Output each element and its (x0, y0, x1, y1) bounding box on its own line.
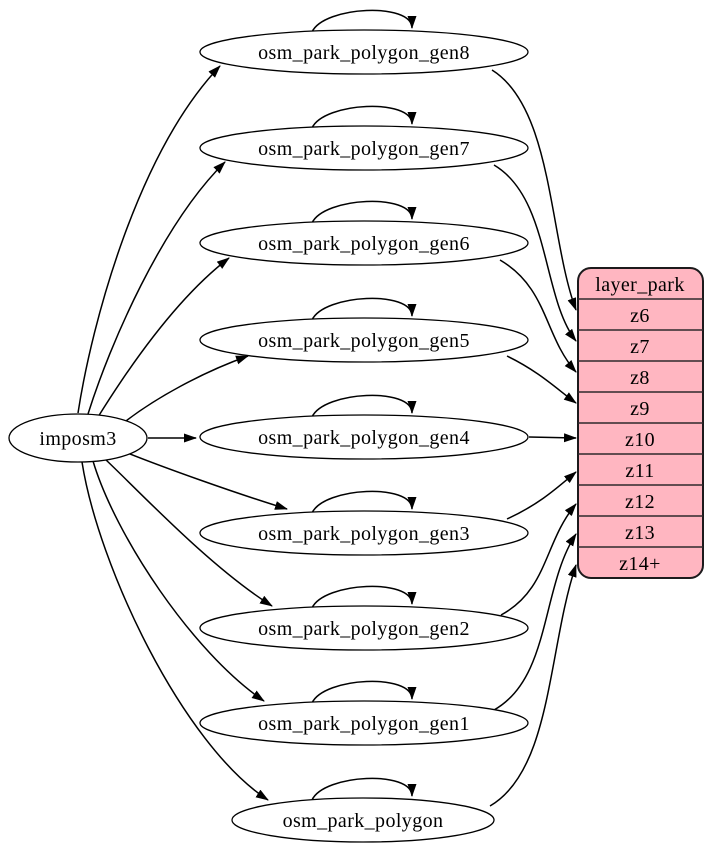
node-osm-park-polygon-gen6: osm_park_polygon_gen6 (199, 220, 529, 266)
edge-imposm3-to-osm-park-polygon-gen6 (97, 257, 230, 418)
gen2-label: osm_park_polygon_gen2 (258, 618, 470, 640)
gen4-ellipse (199, 414, 529, 460)
table-layer-park: layer_park z6 z7 z8 z9 z10 z11 z12 z13 z… (577, 267, 704, 579)
edge-osm-park-polygon-gen4-to-z10 (528, 433, 577, 443)
edge-osm-park-polygon-gen8-to-z6 (491, 69, 577, 311)
edge-imposm3-to-osm-park-polygon-gen1 (92, 460, 265, 702)
gen8-ellipse (199, 29, 529, 75)
polygon-label: osm_park_polygon (283, 810, 444, 832)
node-osm-park-polygon-gen1: osm_park_polygon_gen1 (199, 700, 529, 746)
gen6-label: osm_park_polygon_gen6 (258, 233, 470, 255)
imposm3-ellipse (8, 413, 148, 463)
edge-imposm3-to-osm-park-polygon-gen2 (104, 458, 273, 607)
gen8-label: osm_park_polygon_gen8 (258, 42, 470, 64)
table-row-z9: z9 (630, 398, 650, 420)
table-row-z14: z14+ (619, 553, 661, 575)
edge-imposm3-to-osm-park-polygon-gen7 (87, 161, 226, 415)
edge-osm-park-polygon-gen3-to-z11 (506, 471, 577, 520)
gen5-label: osm_park_polygon_gen5 (258, 330, 470, 352)
self-loop-osm-park-polygon (311, 777, 417, 801)
table-row-z6: z6 (630, 305, 650, 327)
gen6-ellipse (199, 220, 529, 266)
edge-osm-park-polygon-gen2-to-z12 (500, 503, 577, 616)
edge-imposm3-to-osm-park-polygon-gen5 (121, 355, 249, 425)
gen5-ellipse (199, 317, 529, 363)
edge-imposm3-to-osm-park-polygon (81, 461, 269, 801)
self-loop-edges (311, 9, 417, 801)
gen3-ellipse (199, 510, 529, 556)
table-row-z7: z7 (630, 336, 650, 358)
table-row-z12: z12 (625, 491, 655, 513)
node-osm-park-polygon: osm_park_polygon (231, 797, 495, 843)
table-row-z13: z13 (625, 522, 655, 544)
polygon-ellipse (231, 797, 495, 843)
edge-osm-park-polygon-gen7-to-z7 (493, 164, 577, 342)
edge-osm-park-polygon-gen5-to-z9 (506, 355, 577, 404)
self-loop-osm-park-polygon-gen3 (311, 490, 417, 514)
self-loop-osm-park-polygon-gen5 (311, 297, 417, 321)
layer-park-title: layer_park (595, 274, 685, 296)
gen3-label: osm_park_polygon_gen3 (258, 523, 470, 545)
edge-imposm3-to-osm-park-polygon-gen3 (124, 451, 288, 510)
node-osm-park-polygon-gen3: osm_park_polygon_gen3 (199, 510, 529, 556)
edge-imposm3-to-osm-park-polygon-gen8 (77, 65, 221, 414)
gen1-label: osm_park_polygon_gen1 (258, 713, 470, 735)
gen1-ellipse (199, 700, 529, 746)
imposm3-label: imposm3 (39, 428, 116, 450)
node-osm-park-polygon-gen8: osm_park_polygon_gen8 (199, 29, 529, 75)
table-row-z10: z10 (625, 429, 655, 451)
edge-osm-park-polygon-gen1-to-z13 (493, 533, 577, 711)
self-loop-osm-park-polygon-gen1 (311, 680, 417, 704)
edges-source-to-tables (77, 65, 288, 801)
table-row-z8: z8 (630, 367, 650, 389)
gen7-label: osm_park_polygon_gen7 (258, 138, 470, 160)
node-imposm3: imposm3 (8, 413, 148, 463)
self-loop-osm-park-polygon-gen7 (311, 105, 417, 129)
edge-osm-park-polygon-gen6-to-z8 (499, 259, 577, 373)
edges-tables-to-layer (489, 69, 577, 807)
node-osm-park-polygon-gen4: osm_park_polygon_gen4 (199, 414, 529, 460)
node-osm-park-polygon-gen5: osm_park_polygon_gen5 (199, 317, 529, 363)
table-row-z11: z11 (625, 460, 654, 482)
self-loop-osm-park-polygon-gen4 (311, 394, 417, 418)
node-osm-park-polygon-gen7: osm_park_polygon_gen7 (199, 125, 529, 171)
gen7-ellipse (199, 125, 529, 171)
gen4-label: osm_park_polygon_gen4 (258, 427, 470, 449)
self-loop-osm-park-polygon-gen2 (311, 585, 417, 609)
self-loop-osm-park-polygon-gen6 (311, 200, 417, 224)
edge-osm-park-polygon-to-z14 (489, 564, 577, 807)
gen2-ellipse (199, 605, 529, 651)
self-loop-osm-park-polygon-gen8 (311, 9, 417, 33)
node-osm-park-polygon-gen2: osm_park_polygon_gen2 (199, 605, 529, 651)
